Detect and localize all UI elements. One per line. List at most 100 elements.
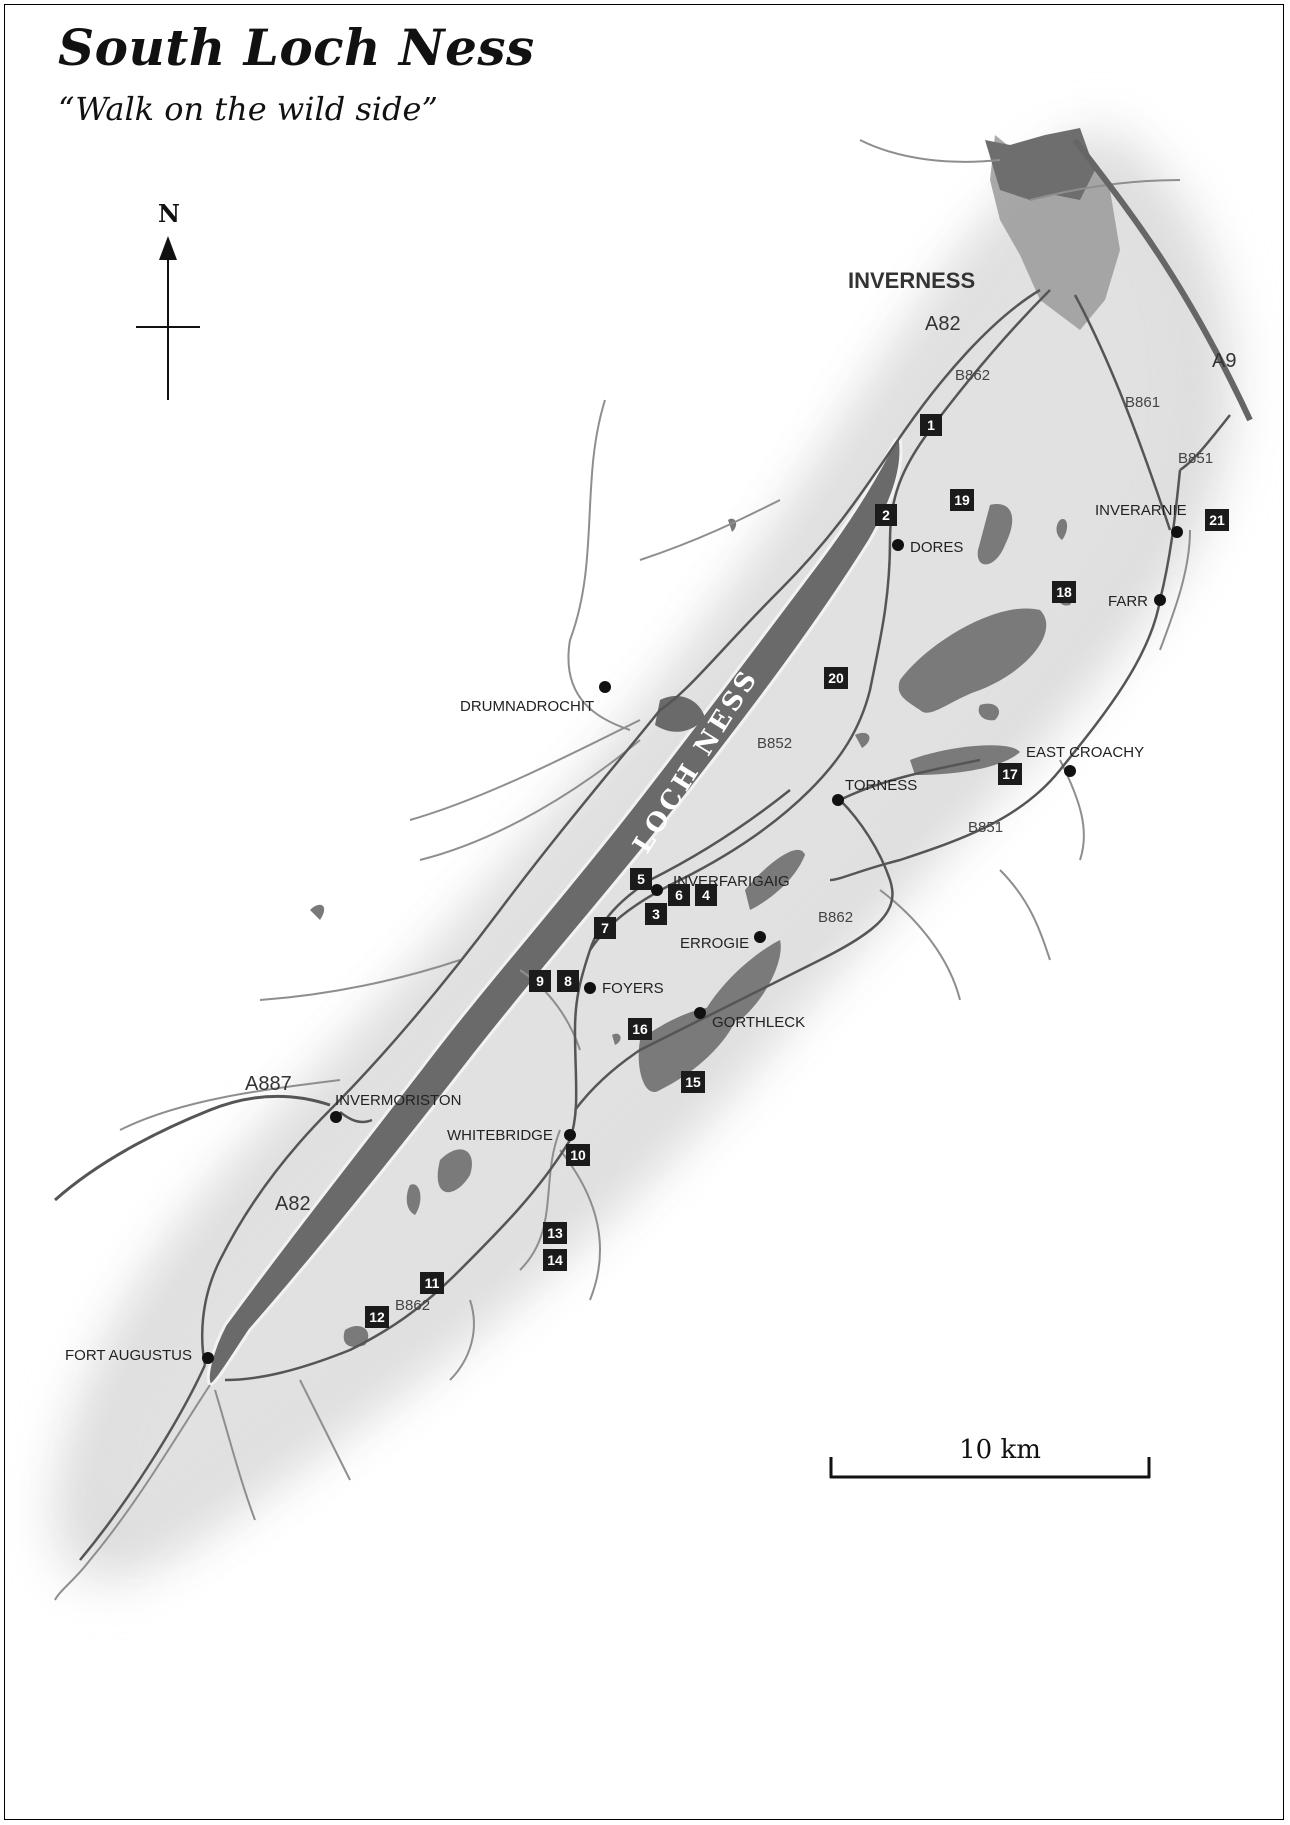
walk-marker-9[interactable]: 9 (529, 970, 551, 992)
svg-text:2: 2 (882, 507, 890, 523)
svg-text:16: 16 (632, 1021, 648, 1037)
walk-marker-18[interactable]: 18 (1052, 581, 1076, 603)
walk-marker-8[interactable]: 8 (557, 970, 579, 992)
label-inverarnie: INVERARNIE (1095, 502, 1187, 519)
label-drumnadrochit: DRUMNADROCHIT (460, 698, 594, 715)
road-label-b862-south: B862 (395, 1297, 430, 1314)
walk-marker-21[interactable]: 21 (1205, 509, 1229, 531)
dot-gorthleck (694, 1007, 706, 1019)
road-b861 (1073, 294, 1172, 531)
walk-marker-7[interactable]: 7 (594, 917, 616, 939)
dot-invermoriston (330, 1111, 342, 1123)
walk-marker-16[interactable]: 16 (628, 1018, 652, 1040)
road-label-b862-east: B862 (818, 909, 853, 926)
label-inverness: INVERNESS (848, 268, 975, 293)
walk-marker-1[interactable]: 1 (920, 414, 942, 436)
road-label-b852: B852 (757, 735, 792, 752)
label-dores: DORES (910, 539, 963, 556)
compass-north-label: N (158, 199, 180, 228)
label-farr: FARR (1108, 593, 1148, 610)
firth-water (985, 128, 1095, 200)
svg-text:1: 1 (927, 417, 935, 433)
walk-marker-17[interactable]: 17 (998, 763, 1022, 785)
walk-marker-6[interactable]: 6 (668, 884, 690, 906)
road-torness (839, 758, 981, 802)
svg-text:9: 9 (536, 973, 544, 989)
walk-marker-14[interactable]: 14 (543, 1249, 567, 1271)
town-dots (202, 526, 1183, 1364)
walk-marker-13[interactable]: 13 (543, 1222, 567, 1244)
svg-text:17: 17 (1002, 766, 1018, 782)
dot-whitebridge (564, 1129, 576, 1141)
road-b851 (829, 469, 1182, 882)
dot-inverfarigaig (651, 884, 663, 896)
svg-text:21: 21 (1209, 512, 1225, 528)
walk-marker-12[interactable]: 12 (365, 1306, 389, 1328)
road-a9 (1072, 138, 1253, 422)
walk-marker-5[interactable]: 5 (630, 868, 652, 890)
svg-text:19: 19 (954, 492, 970, 508)
page-title: South Loch Ness (58, 18, 535, 77)
scale-bar: 10 km (829, 1435, 1151, 1479)
road-label-a9: A9 (1212, 350, 1236, 372)
small-lochs (310, 504, 1074, 1347)
dot-inverarnie (1171, 526, 1183, 538)
loch-ness-water (206, 435, 903, 1387)
label-fort-augustus: FORT AUGUSTUS (65, 1347, 192, 1364)
compass-arrow-icon (159, 236, 177, 260)
walk-marker-2[interactable]: 2 (875, 504, 897, 526)
page-subtitle: “Walk on the wild side” (58, 90, 438, 128)
road-label-b861: B861 (1125, 394, 1160, 411)
road-label-b862-north: B862 (955, 367, 990, 384)
svg-text:11: 11 (425, 1275, 440, 1291)
dot-farr (1154, 594, 1166, 606)
dot-fort-augustus (202, 1352, 214, 1364)
walk-marker-10[interactable]: 10 (566, 1144, 590, 1166)
label-errogie: ERROGIE (680, 935, 749, 952)
svg-text:20: 20 (828, 670, 844, 686)
label-invermoriston: INVERMORISTON (335, 1092, 461, 1109)
road-a82 (201, 288, 1041, 1366)
svg-text:7: 7 (601, 920, 609, 936)
compass: N (136, 199, 200, 400)
svg-text:4: 4 (702, 887, 710, 903)
road-labels: A82 A82 A9 A887 B862 B862 B862 B861 B851… (245, 313, 1236, 1314)
label-inverfarigaig: INVERFARIGAIG (673, 873, 790, 890)
road-label-b851-south: B851 (968, 819, 1003, 836)
dot-dores (892, 539, 904, 551)
walk-marker-11[interactable]: 11 (420, 1272, 444, 1294)
label-foyers: FOYERS (602, 980, 664, 997)
svg-text:13: 13 (547, 1225, 563, 1241)
walk-markers: 1 2 3 4 5 6 7 8 9 10 11 12 13 14 15 16 1… (365, 414, 1229, 1328)
svg-text:3: 3 (652, 906, 660, 922)
scale-bar-label: 10 km (959, 1435, 1041, 1465)
road-a887b (339, 1111, 373, 1124)
walk-marker-3[interactable]: 3 (645, 903, 667, 925)
svg-text:5: 5 (637, 871, 645, 887)
road-label-a82-north: A82 (925, 313, 961, 335)
road-label-a82-south: A82 (275, 1193, 311, 1215)
dot-drumnadrochit (599, 681, 611, 693)
walk-marker-4[interactable]: 4 (695, 884, 717, 906)
road-a82-south (79, 1364, 207, 1561)
road-label-b851-north: B851 (1178, 450, 1213, 467)
svg-text:12: 12 (369, 1309, 385, 1325)
walk-marker-19[interactable]: 19 (950, 489, 974, 511)
road-label-a887: A887 (245, 1073, 292, 1095)
walk-marker-15[interactable]: 15 (681, 1071, 705, 1093)
dot-foyers (584, 982, 596, 994)
walk-marker-20[interactable]: 20 (824, 667, 848, 689)
place-labels: INVERNESS DORES INVERARNIE FARR DRUMNADR… (65, 268, 1187, 1364)
dot-errogie (754, 931, 766, 943)
road-b851-north (1179, 414, 1231, 472)
svg-text:10: 10 (570, 1147, 586, 1163)
svg-text:8: 8 (564, 973, 572, 989)
label-torness: TORNESS (845, 777, 917, 794)
label-gorthleck: GORTHLECK (712, 1014, 805, 1031)
svg-text:18: 18 (1056, 584, 1072, 600)
road-a887 (54, 1094, 331, 1202)
dot-torness (832, 794, 844, 806)
label-east-croachy: EAST CROACHY (1026, 744, 1144, 761)
svg-text:6: 6 (675, 887, 683, 903)
